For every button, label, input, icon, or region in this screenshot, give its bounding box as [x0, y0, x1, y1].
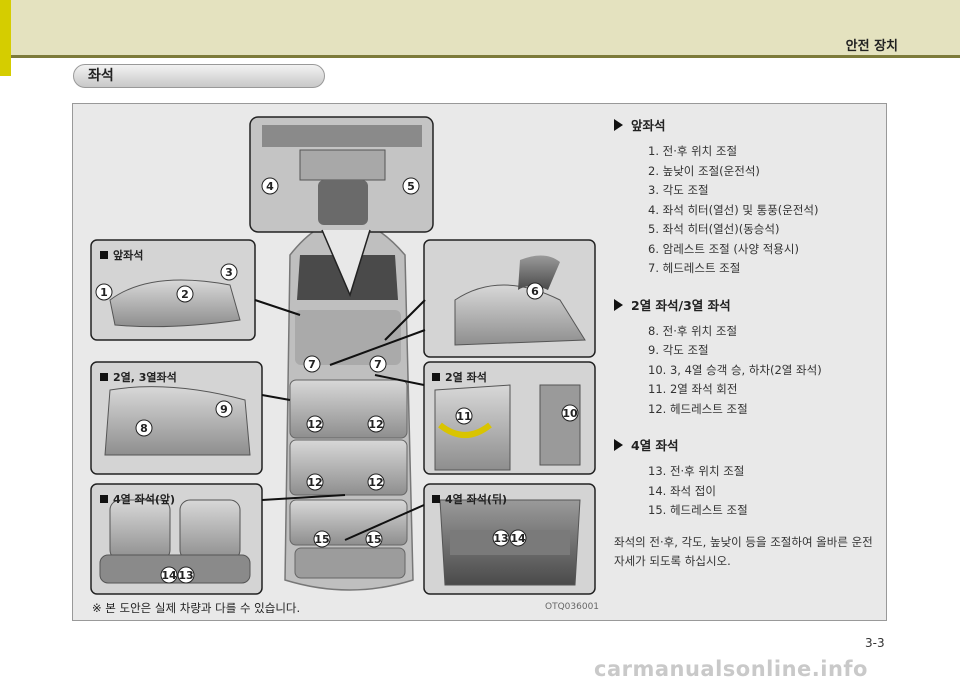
list-item: 15. 헤드레스트 조절: [614, 501, 882, 521]
callout-9: 9: [216, 401, 232, 417]
callout-text-6: 6: [531, 285, 539, 298]
list-item: 3. 각도 조절: [614, 181, 882, 201]
callout-text-12d: 12: [368, 476, 383, 489]
callout-text-3: 3: [225, 266, 233, 279]
list-item: 4. 좌석 히터(열선) 및 통풍(운전석): [614, 201, 882, 221]
callout-14-rear: 14: [161, 567, 177, 583]
inset-label-front-seat: 앞좌석: [100, 247, 143, 263]
summary-paragraph: 좌석의 전·후, 각도, 높낮이 등을 조절하여 올바른 운전 자세가 되도록 …: [614, 533, 882, 571]
callout-text-11: 11: [456, 410, 471, 423]
callout-text-15a: 15: [314, 533, 329, 546]
inset-label-row23: 2열, 3열좌석: [100, 369, 177, 385]
callout-6: 6: [527, 283, 543, 299]
callout-text-14-front: 14: [161, 569, 177, 582]
callout-text-7b: 7: [374, 358, 382, 371]
inset-label-row4-rear: 4열 좌석(뒤): [432, 491, 507, 507]
callout-11: 11: [456, 408, 472, 424]
callout-text-12b: 12: [368, 418, 383, 431]
callout-14-front: 14: [510, 530, 526, 546]
heading-row4-seat-text: 4열 좌석: [631, 438, 679, 453]
bullet-square: [100, 251, 108, 259]
bullet-square: [432, 373, 440, 381]
callout-1: 1: [96, 284, 112, 300]
callout-5: 5: [403, 178, 419, 194]
heading-front-seat: 앞좌석: [614, 115, 882, 134]
list-item: 2. 높낮이 조절(운전석): [614, 162, 882, 182]
figure-code: OTQ036001: [545, 602, 599, 612]
callout-text-12c: 12: [307, 476, 322, 489]
inset-label-row4-front: 4열 좌석(앞): [100, 491, 175, 507]
inset-label-row2-text: 2열 좌석: [445, 371, 487, 384]
figure-note: ※ 본 도안은 실제 차량과 다를 수 있습니다.: [92, 600, 300, 616]
callout-text-1: 1: [100, 286, 108, 299]
list-item: 5. 좌석 히터(열선)(동승석): [614, 220, 882, 240]
list-item: 8. 전·후 위치 조절: [614, 322, 882, 342]
callout-12b: 12: [368, 416, 384, 432]
list-item: 10. 3, 4열 승객 승, 하차(2열 좌석): [614, 361, 882, 381]
callout-text-4: 4: [266, 180, 274, 193]
list-item: 1. 전·후 위치 조절: [614, 142, 882, 162]
list-item: 11. 2열 좌석 회전: [614, 380, 882, 400]
callout-text-13-front: 13: [178, 569, 193, 582]
callout-3: 3: [221, 264, 237, 280]
page-number: 3-3: [865, 636, 885, 650]
callout-text-10: 10: [562, 407, 578, 420]
armrest-inset: [424, 240, 595, 357]
list-item: 14. 좌석 접이: [614, 482, 882, 502]
callout-text-13-rear: 13: [493, 532, 508, 545]
callout-12c: 12: [307, 474, 323, 490]
heading-front-seat-text: 앞좌석: [631, 118, 666, 133]
watermark: carmanualsonline.info: [594, 657, 868, 681]
callout-text-5: 5: [407, 180, 415, 193]
callout-12a: 12: [307, 416, 323, 432]
list-item: 13. 전·후 위치 조절: [614, 462, 882, 482]
bullet-square: [432, 495, 440, 503]
callout-10: 10: [562, 405, 578, 421]
list-item: 9. 각도 조절: [614, 341, 882, 361]
callout-text-15b: 15: [366, 533, 381, 546]
heading-row4-seat: 4열 좌석: [614, 435, 882, 454]
callout-12d: 12: [368, 474, 384, 490]
list-item: 6. 암레스트 조절 (사양 적용시): [614, 240, 882, 260]
heading-row23-seat-text: 2열 좌석/3열 좌석: [631, 298, 731, 313]
callout-15b: 15: [366, 531, 382, 547]
inset-label-row4-rear-text: 4열 좌석(뒤): [445, 493, 507, 506]
callout-7b: 7: [370, 356, 386, 372]
triangle-bullet-icon: [614, 119, 623, 131]
bullet-square: [100, 495, 108, 503]
heading-row23-seat: 2열 좌석/3열 좌석: [614, 295, 882, 314]
callout-text-9: 9: [220, 403, 228, 416]
triangle-bullet-icon: [614, 299, 623, 311]
inset-label-row2: 2열 좌석: [432, 369, 487, 385]
callout-4: 4: [262, 178, 278, 194]
callout-text-14-rear: 14: [510, 532, 526, 545]
triangle-bullet-icon: [614, 439, 623, 451]
inset-label-row4-front-text: 4열 좌석(앞): [113, 493, 175, 506]
callout-text-7a: 7: [308, 358, 316, 371]
callout-text-2: 2: [181, 288, 189, 301]
callout-15a: 15: [314, 531, 330, 547]
inset-label-front-seat-text: 앞좌석: [113, 249, 143, 262]
list-item: 7. 헤드레스트 조절: [614, 259, 882, 279]
callout-8: 8: [136, 420, 152, 436]
list-item: 12. 헤드레스트 조절: [614, 400, 882, 420]
callout-text-12a: 12: [307, 418, 322, 431]
callout-2: 2: [177, 286, 193, 302]
callout-7a: 7: [304, 356, 320, 372]
callout-13-front: 13: [493, 530, 509, 546]
callout-13-rear: 13: [178, 567, 194, 583]
instruction-column: 앞좌석 1. 전·후 위치 조절 2. 높낮이 조절(운전석) 3. 각도 조절…: [614, 115, 882, 571]
inset-label-row23-text: 2열, 3열좌석: [113, 371, 177, 384]
bullet-square: [100, 373, 108, 381]
callout-text-8: 8: [140, 422, 148, 435]
